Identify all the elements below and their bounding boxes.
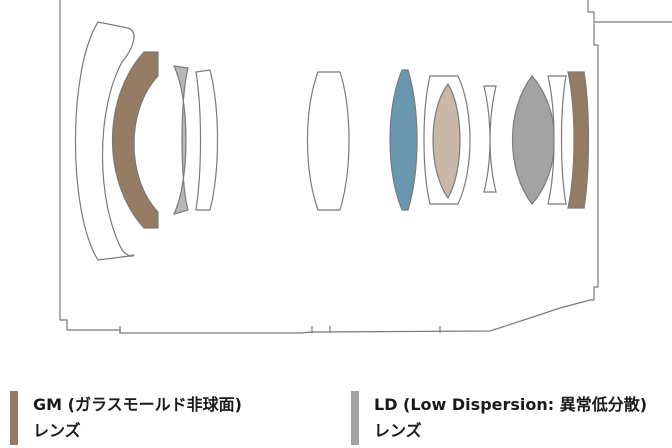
barrel-ticks <box>119 326 441 333</box>
legend-gm: GM (ガラスモールド非球面) レンズ <box>10 391 242 445</box>
gm-aspheric-element-1 <box>112 51 159 229</box>
lens-cross-section-diagram <box>59 0 672 334</box>
lens-barrel-outline <box>59 0 672 334</box>
gm-legend-label: GM (ガラスモールド非球面) <box>33 395 242 414</box>
beige-element <box>432 82 461 200</box>
ld-legend-sublabel: レンズ <box>374 421 422 440</box>
legend-ld: LD (Low Dispersion: 異常低分散) レンズ <box>351 391 647 445</box>
element-2a <box>172 65 189 215</box>
element-2b <box>195 69 219 211</box>
gm-legend-sublabel: レンズ <box>33 421 81 440</box>
element-6 <box>547 75 567 205</box>
gm-aspheric-element-2 <box>567 71 590 209</box>
ld-legend-label: LD (Low Dispersion: 異常低分散) <box>374 395 648 414</box>
element-3 <box>306 71 350 211</box>
front-meniscus-element-1 <box>74 21 135 261</box>
ld-color-swatch <box>351 391 359 445</box>
blue-element <box>389 69 418 211</box>
gm-color-swatch <box>10 391 18 445</box>
ld-element <box>512 75 555 205</box>
element-5 <box>483 85 497 193</box>
